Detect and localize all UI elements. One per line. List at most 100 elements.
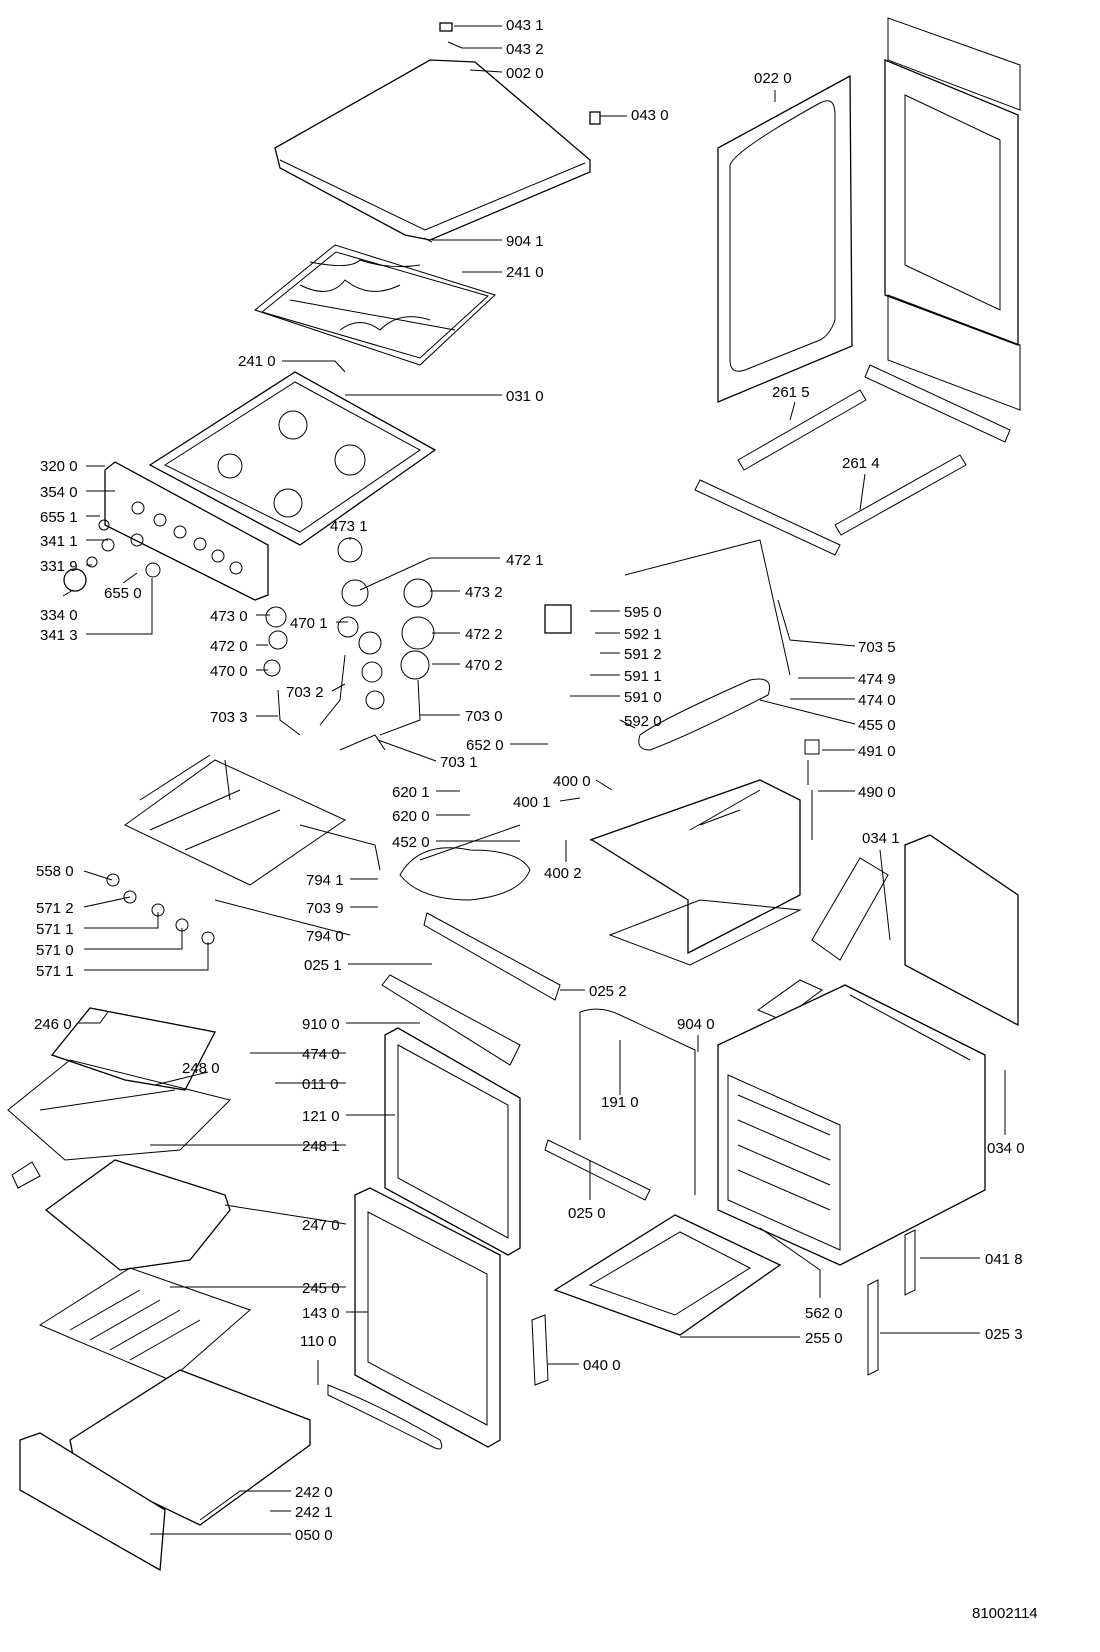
part-label: 470 2 <box>465 657 503 674</box>
part-label: 591 1 <box>624 668 662 685</box>
leader-line <box>154 1071 209 1086</box>
part-label: 261 4 <box>842 455 880 472</box>
part-label: 591 0 <box>624 689 662 706</box>
leader-line <box>859 473 866 511</box>
part-label: 474 0 <box>858 692 896 709</box>
part-label: 470 1 <box>290 615 328 632</box>
leader-line <box>86 578 153 635</box>
part-label: 794 1 <box>306 872 344 889</box>
oven-floor <box>553 1214 782 1336</box>
part-label: 043 1 <box>506 17 544 34</box>
part-label: 655 0 <box>104 585 142 602</box>
oven-cavity-box <box>589 779 802 966</box>
leader-line <box>377 739 437 762</box>
part-label: 002 0 <box>506 65 544 82</box>
oven-door-glass <box>717 74 853 403</box>
leader-line <box>559 797 581 802</box>
part-labels: 043 1 043 2 002 0 043 0 904 1 241 0 241 … <box>34 17 1038 1622</box>
leader-line <box>214 899 351 936</box>
lid-hinges <box>423 22 601 243</box>
part-label: 320 0 <box>40 458 78 475</box>
top-element <box>399 824 531 901</box>
part-label: 041 8 <box>985 1251 1023 1268</box>
part-label: 025 3 <box>985 1326 1023 1343</box>
part-label: 400 1 <box>513 794 551 811</box>
leader-line <box>359 557 500 591</box>
part-label: 050 0 <box>295 1527 333 1544</box>
part-label: 248 1 <box>302 1138 340 1155</box>
gas-pipes <box>277 654 421 751</box>
part-label: 571 0 <box>36 942 74 959</box>
part-label: 794 0 <box>306 928 344 945</box>
cooktop-lid <box>274 59 591 241</box>
part-label: 341 1 <box>40 533 78 550</box>
part-label: 334 0 <box>40 607 78 624</box>
part-label: 025 2 <box>589 983 627 1000</box>
part-label: 473 2 <box>465 584 503 601</box>
part-label: 473 1 <box>330 518 368 535</box>
part-label: 034 0 <box>987 1140 1025 1157</box>
gas-valves <box>106 873 215 945</box>
leader-line <box>282 360 346 373</box>
part-label: 242 1 <box>295 1504 333 1521</box>
part-label: 474 9 <box>858 671 896 688</box>
part-label: 620 0 <box>392 808 430 825</box>
part-label: 245 0 <box>302 1280 340 1297</box>
hob-top <box>148 371 437 546</box>
inner-door <box>384 1027 521 1256</box>
leader-line <box>83 870 113 881</box>
part-label: 571 1 <box>36 963 74 980</box>
leader-line <box>122 572 138 584</box>
part-label: 121 0 <box>302 1108 340 1125</box>
leader-line <box>759 699 856 725</box>
part-label: 341 3 <box>40 627 78 644</box>
leader-line <box>83 896 131 908</box>
leader-line <box>759 1227 821 1298</box>
door-seal <box>544 1008 696 1201</box>
burners <box>263 537 435 710</box>
part-label: 652 0 <box>466 737 504 754</box>
part-label: 031 0 <box>506 388 544 405</box>
part-label: 491 0 <box>858 743 896 760</box>
part-label: 595 0 <box>624 604 662 621</box>
leader-line <box>595 779 613 791</box>
leader-line <box>331 683 346 692</box>
leader-line <box>879 849 891 941</box>
part-label: 255 0 <box>805 1330 843 1347</box>
part-label: 904 1 <box>506 233 544 250</box>
part-label: 242 0 <box>295 1484 333 1501</box>
part-label: 246 0 <box>34 1016 72 1033</box>
part-label: 452 0 <box>392 834 430 851</box>
part-label: 241 0 <box>238 353 276 370</box>
leader-line <box>84 912 159 929</box>
part-label: 703 5 <box>858 639 896 656</box>
burner-frame <box>124 754 381 886</box>
part-label: 400 0 <box>553 773 591 790</box>
part-label: 703 0 <box>465 708 503 725</box>
accessories <box>7 1007 311 1572</box>
part-label: 025 1 <box>304 957 342 974</box>
side-panel-right <box>756 834 1019 1027</box>
leader-line <box>469 69 503 73</box>
part-label: 040 0 <box>583 1357 621 1374</box>
part-label: 248 0 <box>182 1060 220 1077</box>
misc-brackets <box>381 739 916 1386</box>
part-label: 022 0 <box>754 70 792 87</box>
part-label: 703 9 <box>306 900 344 917</box>
part-label: 261 5 <box>772 384 810 401</box>
part-label: 470 0 <box>210 663 248 680</box>
part-label: 592 1 <box>624 626 662 643</box>
leader-line <box>84 942 209 971</box>
part-label: 472 1 <box>506 552 544 569</box>
part-label: 703 3 <box>210 709 248 726</box>
part-label: 400 2 <box>544 865 582 882</box>
part-label: 558 0 <box>36 863 74 880</box>
part-label: 043 0 <box>631 107 669 124</box>
part-label: 354 0 <box>40 484 78 501</box>
part-label: 571 1 <box>36 921 74 938</box>
leader-line <box>199 1490 291 1521</box>
part-label: 247 0 <box>302 1217 340 1234</box>
part-label: 191 0 <box>601 1094 639 1111</box>
